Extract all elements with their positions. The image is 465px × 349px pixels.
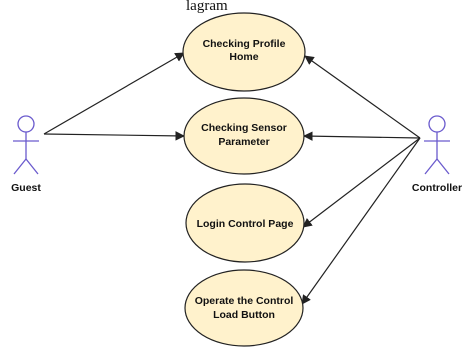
association-lines <box>43 52 421 305</box>
use-case-label-line-2: Load Button <box>213 309 275 321</box>
use-case-label-line-2: Parameter <box>218 136 269 148</box>
actor-label: Guest <box>11 182 41 194</box>
use-case-label-line-2: Home <box>229 51 258 63</box>
use-case-ellipse <box>183 97 305 175</box>
use-case-ellipse <box>184 269 304 347</box>
actor-label: Controller <box>412 182 462 194</box>
use-case-ellipse <box>185 183 305 263</box>
stick-figure-icon <box>424 115 450 175</box>
association-arrow-guest-uc1 <box>43 52 185 135</box>
use-case-label-line-1: Operate the Control <box>195 295 294 307</box>
association-arrow-controller-uc3 <box>302 137 421 228</box>
actor-controller: Controller <box>412 115 462 194</box>
actor-guest: Guest <box>11 115 41 194</box>
use-case-operate-control-load-button: Operate the Control Load Button <box>184 269 304 347</box>
association-arrow-controller-uc4 <box>301 137 421 305</box>
association-arrow-controller-uc2 <box>303 131 421 141</box>
use-case-checking-profile-home: Checking Profile Home <box>182 12 306 92</box>
use-case-label-line-1: Checking Sensor <box>201 122 287 134</box>
use-case-ellipse <box>182 12 306 92</box>
top-text-fragment: lagram <box>186 0 228 14</box>
association-arrow-guest-uc2 <box>43 131 185 141</box>
stick-figure-icon <box>13 115 39 175</box>
use-case-checking-sensor-parameter: Checking Sensor Parameter <box>183 97 305 175</box>
use-case-label-line-1: Checking Profile <box>203 38 286 50</box>
association-arrow-controller-uc1 <box>304 55 421 139</box>
use-case-label: Login Control Page <box>197 218 294 230</box>
use-case-login-control-page: Login Control Page <box>185 183 305 263</box>
